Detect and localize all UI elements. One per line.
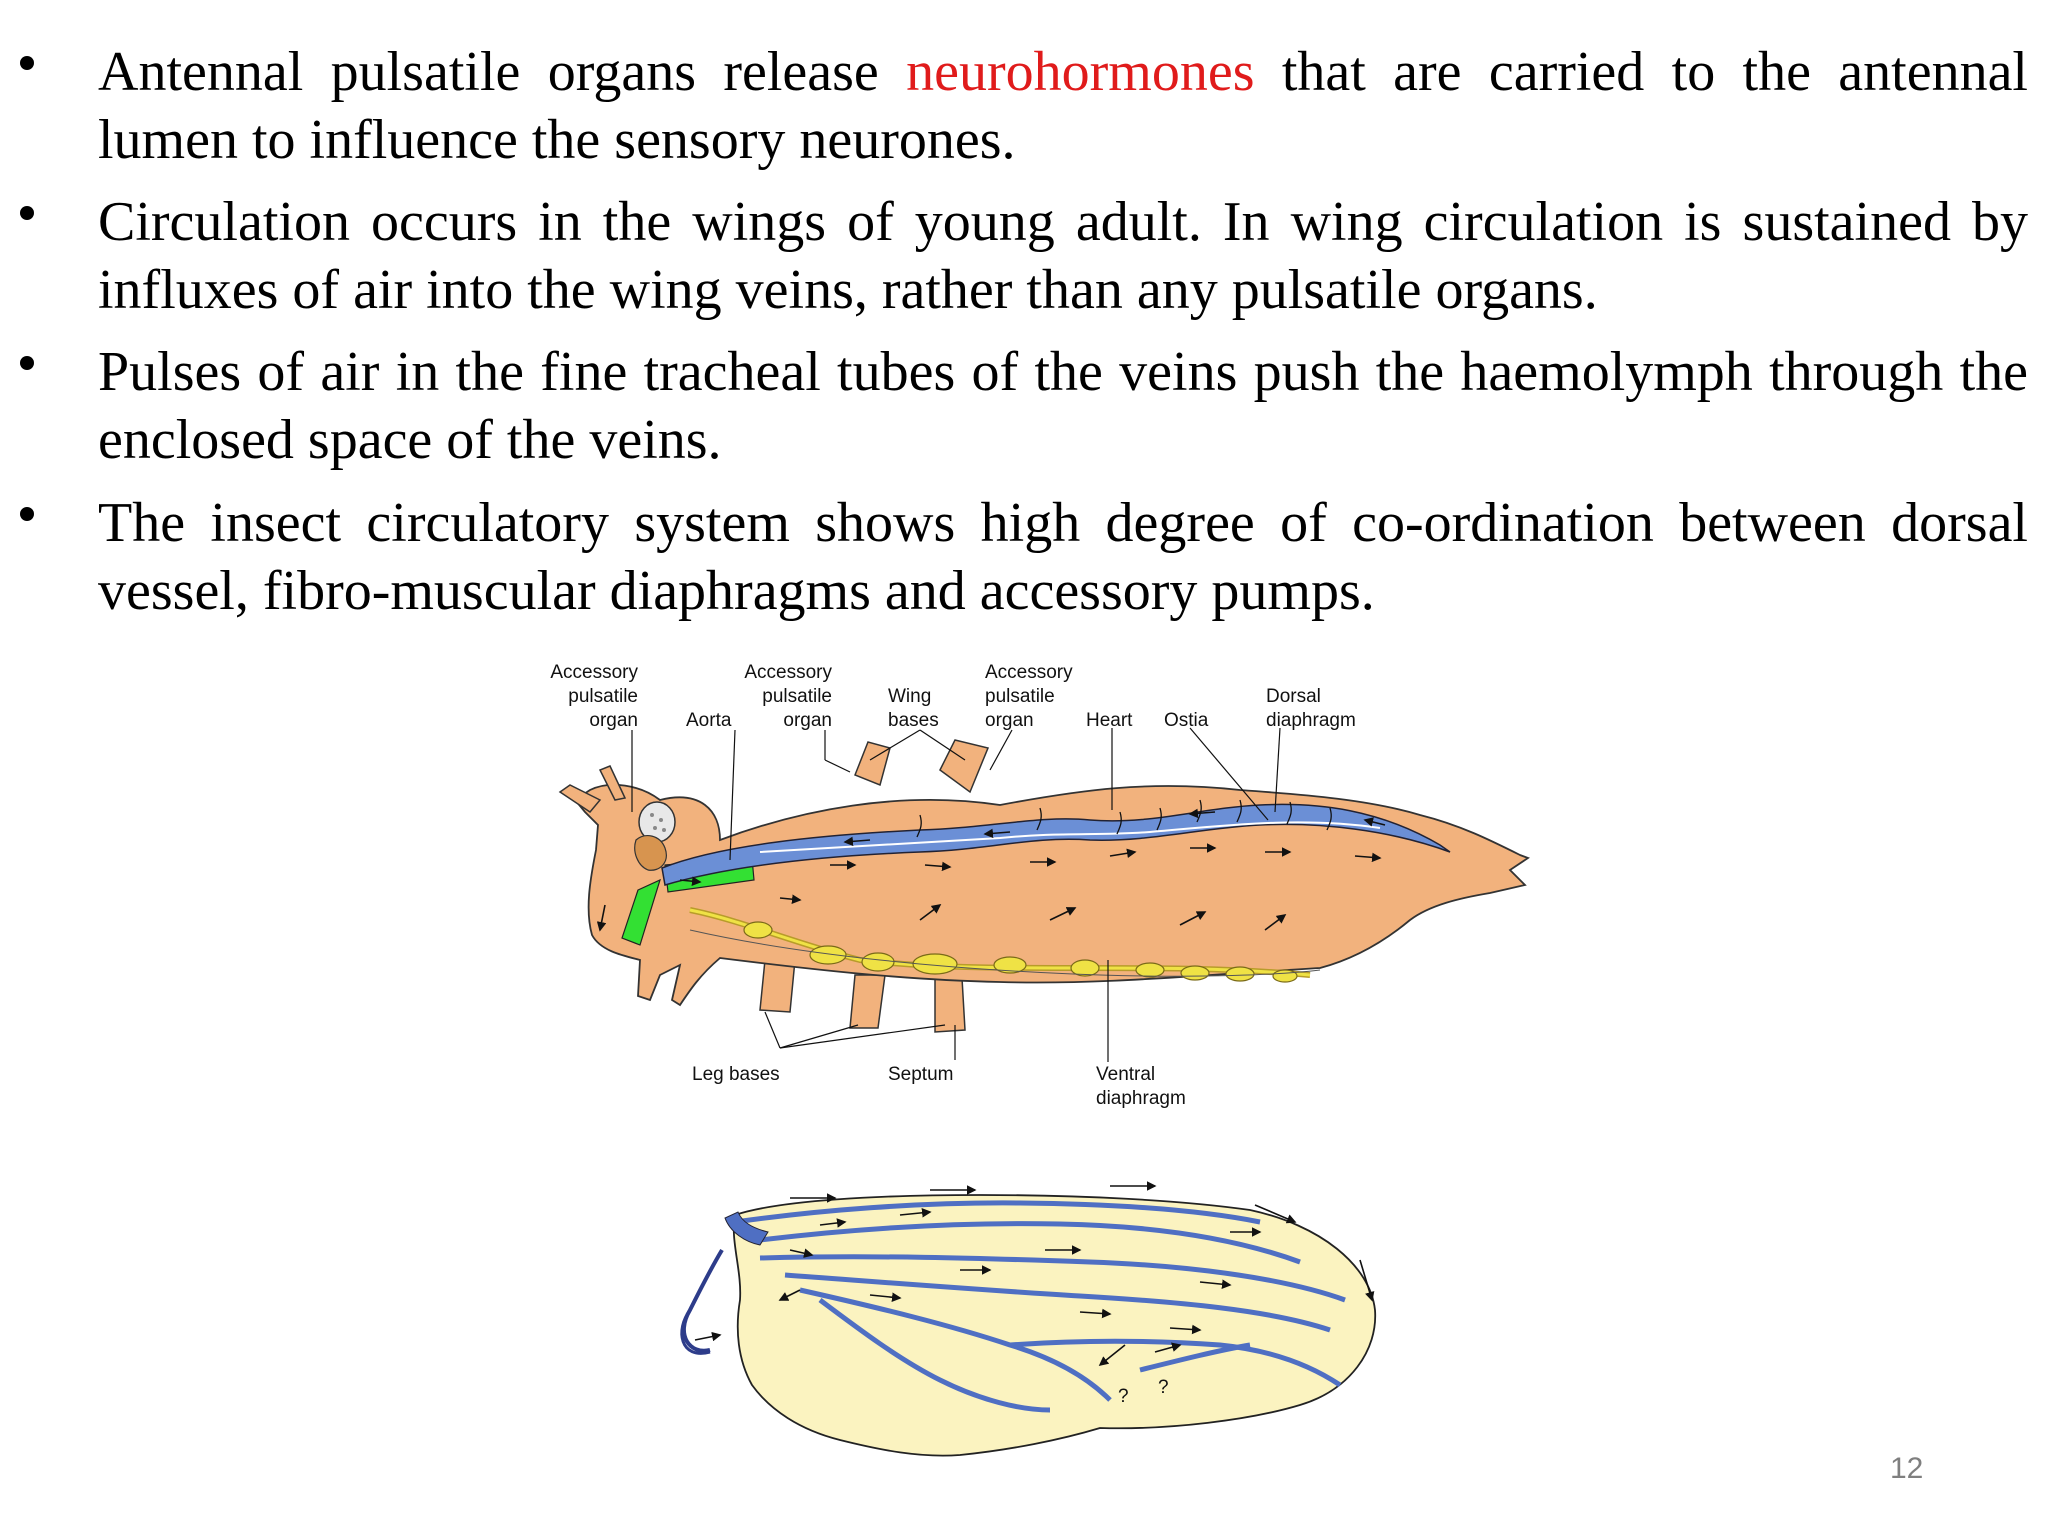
- bullet-text: Pulses of air in the fine tracheal tubes…: [98, 341, 2028, 471]
- label-acc-organ-3: pulsatile: [985, 686, 1055, 707]
- label-dorsal-diaphragm: diaphragm: [1266, 710, 1356, 731]
- bullet-text-part: that are carried to the antennal lumen t…: [98, 41, 2028, 171]
- bullet-dot: [20, 507, 34, 521]
- label-acc-organ-1: Accessory: [550, 662, 638, 683]
- label-dorsal-diaphragm: Dorsal: [1266, 686, 1321, 707]
- label-acc-organ-3: Accessory: [985, 662, 1073, 683]
- label-wing-bases: bases: [888, 710, 939, 731]
- bullet-text: The insect circulatory system shows high…: [98, 492, 2028, 622]
- wing-illustration: ? ?: [680, 1181, 1377, 1457]
- bullet-dot: [20, 356, 34, 370]
- label-heart: Heart: [1086, 710, 1133, 731]
- label-ventral-diaphragm: diaphragm: [1096, 1088, 1186, 1109]
- diagram-labels: Accessory pulsatile organ Aorta Accessor…: [550, 662, 1355, 1109]
- label-ostia: Ostia: [1164, 710, 1209, 731]
- label-acc-organ-2: organ: [783, 710, 832, 731]
- label-ventral-diaphragm: Ventral: [1096, 1064, 1155, 1085]
- label-wing-bases: Wing: [888, 686, 931, 707]
- insect-body-illustration: [558, 739, 1530, 1033]
- label-leg-bases: Leg bases: [692, 1064, 780, 1085]
- highlight-term: neurohormones: [906, 41, 1255, 103]
- label-aorta: Aorta: [686, 710, 732, 731]
- label-septum: Septum: [888, 1064, 953, 1085]
- label-acc-organ-1: organ: [589, 710, 638, 731]
- leader-lines: [631, 727, 1281, 1062]
- label-acc-organ-1: pulsatile: [568, 686, 638, 707]
- bullet-text: Circulation occurs in the wings of young…: [98, 191, 2028, 321]
- flow-arrows: [596, 808, 1386, 932]
- bullet-dot: [20, 56, 34, 70]
- wing-question-mark: ?: [1118, 1386, 1129, 1407]
- bullet-dot: [20, 206, 34, 220]
- bullet-text-part: Antennal pulsatile organs release: [98, 41, 907, 103]
- page-number: 12: [1890, 1452, 1924, 1485]
- label-acc-organ-2: Accessory: [744, 662, 832, 683]
- label-acc-organ-3: organ: [985, 710, 1034, 731]
- bullet-text: Antennal pulsatile organs release neuroh…: [98, 38, 2028, 174]
- wing-question-mark: ?: [1158, 1377, 1169, 1398]
- label-acc-organ-2: pulsatile: [762, 686, 832, 707]
